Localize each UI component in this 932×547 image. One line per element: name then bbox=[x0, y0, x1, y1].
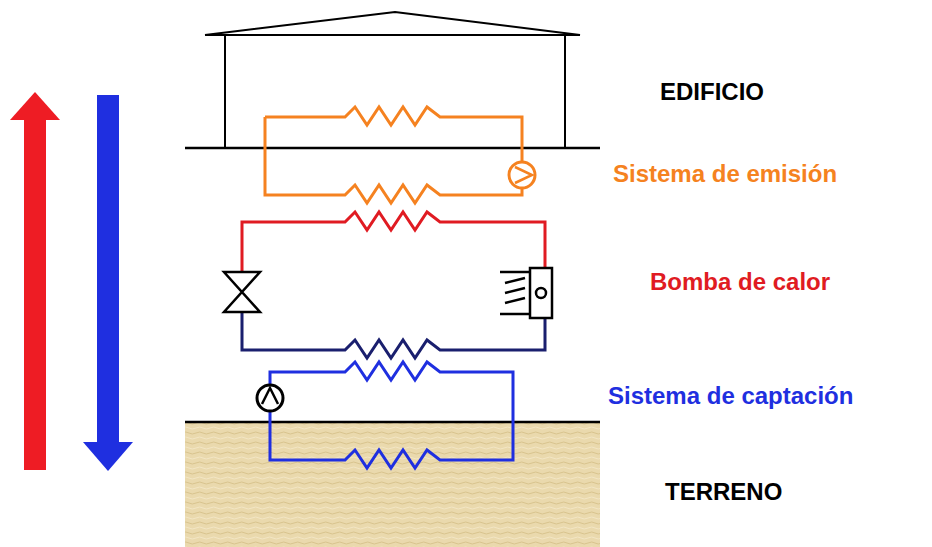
cold-down-arrow bbox=[83, 95, 133, 471]
heat-pump-label: Bomba de calor bbox=[650, 268, 830, 297]
capture-loop bbox=[257, 362, 513, 468]
emission-loop bbox=[265, 107, 535, 203]
building-label: EDIFICIO bbox=[660, 78, 764, 107]
capture-label: Sistema de captación bbox=[608, 382, 853, 411]
emission-label: Sistema de emisión bbox=[613, 160, 837, 189]
building-outline bbox=[185, 12, 600, 148]
heat-pump-cycle bbox=[224, 212, 552, 358]
ground-line bbox=[185, 421, 600, 424]
heat-up-arrow bbox=[10, 92, 60, 470]
ground-band bbox=[185, 422, 600, 547]
ground-label: TERRENO bbox=[665, 478, 782, 507]
